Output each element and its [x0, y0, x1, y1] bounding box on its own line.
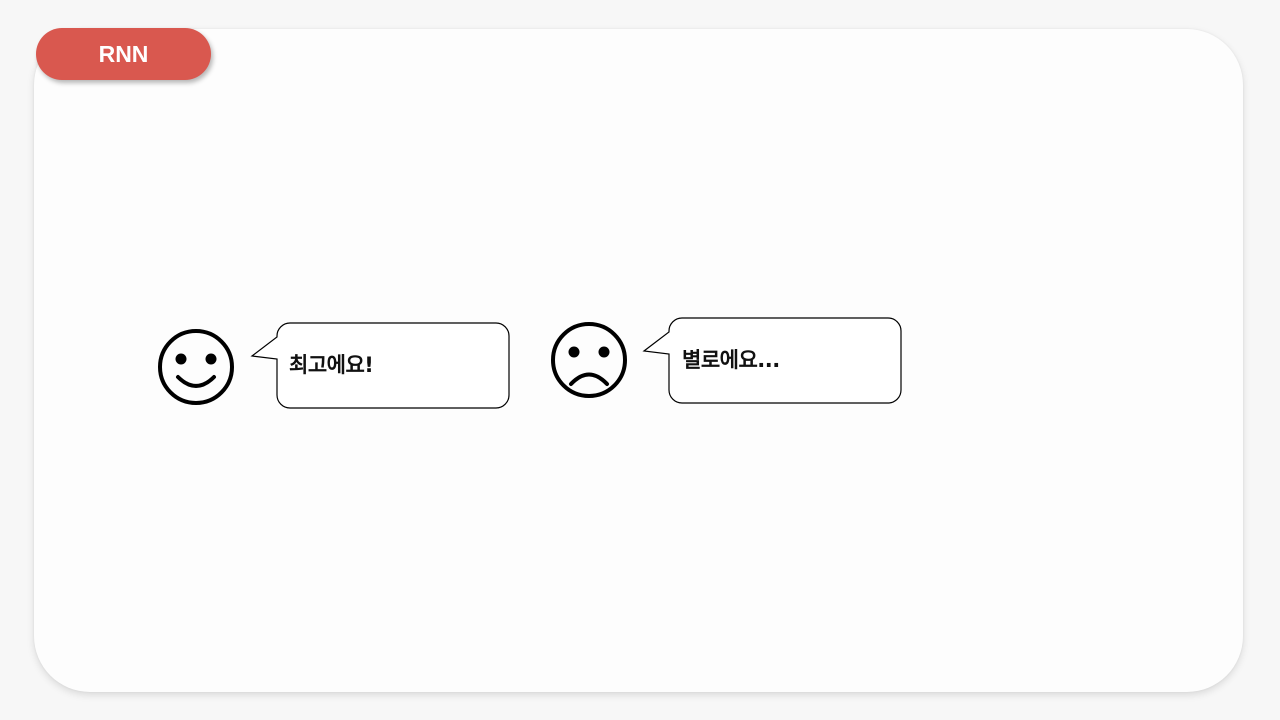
rnn-tag: RNN [36, 28, 211, 80]
speech-bubble-positive [250, 322, 510, 409]
frowning-face-icon [551, 322, 627, 398]
bubble-text-positive: 최고에요! [289, 353, 374, 377]
speech-bubble-negative [642, 317, 902, 404]
smiley-face-icon [158, 329, 234, 405]
bubble-text-negative: 별로에요... [682, 348, 780, 372]
slide-card [34, 29, 1243, 692]
